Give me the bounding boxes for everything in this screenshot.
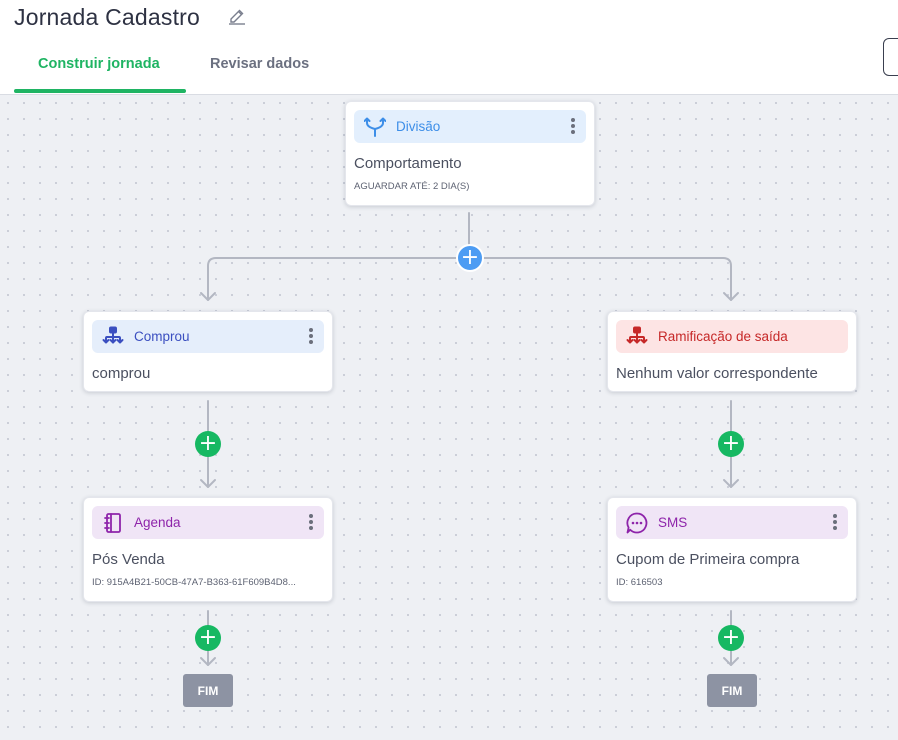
page-title: Jornada Cadastro [14,4,201,30]
node-agenda-header: Agenda [92,506,324,539]
more-options-icon[interactable] [304,512,318,534]
branch-icon [626,326,648,348]
add-step-button[interactable]: + [195,431,221,457]
end-node-left: FIM [183,674,233,707]
more-options-icon[interactable] [828,512,842,534]
node-ramificacao-header: Ramificação de saída [616,320,848,353]
node-subtitle: ID: 915A4B21-50CB-47A7-B363-61F609B4D8..… [92,577,296,588]
node-type-label: SMS [658,515,688,530]
node-sms-header: SMS [616,506,848,539]
node-subtitle: AGUARDAR ATÉ: 2 DIA(S) [354,181,470,192]
notebook-icon [102,512,124,534]
node-title: Comportamento [354,155,462,172]
journey-header: Jornada Cadastro Construir jornada Revis… [0,0,898,95]
node-title: Pós Venda [92,551,165,568]
add-step-button[interactable]: + [195,625,221,651]
node-agenda[interactable]: Agenda Pós Venda ID: 915A4B21-50CB-47A7-… [83,497,333,602]
pencil-edit-icon[interactable] [227,5,247,25]
node-divisao-header: Divisão [354,110,586,143]
node-comprou-header: Comprou [92,320,324,353]
node-title: comprou [92,365,151,382]
more-options-icon[interactable] [304,326,318,348]
node-type-label: Comprou [134,329,190,344]
tab-construir-jornada[interactable]: Construir jornada [38,56,160,72]
split-icon [364,116,386,138]
node-type-label: Agenda [134,515,181,530]
add-step-button[interactable]: + [456,244,484,272]
node-ramificacao-saida[interactable]: Ramificação de saída Nenhum valor corres… [607,311,857,392]
node-comprou[interactable]: Comprou comprou [83,311,333,392]
node-title: Cupom de Primeira compra [616,551,800,568]
add-step-button[interactable]: + [718,625,744,651]
node-type-label: Ramificação de saída [658,329,788,344]
header-action-button[interactable] [883,38,898,76]
active-tab-indicator [14,89,186,93]
add-step-button[interactable]: + [718,431,744,457]
chat-bubble-icon [626,512,648,534]
end-node-right: FIM [707,674,757,707]
node-sms[interactable]: SMS Cupom de Primeira compra ID: 616503 [607,497,857,602]
branch-icon [102,326,124,348]
node-type-label: Divisão [396,119,441,134]
tab-revisar-dados[interactable]: Revisar dados [210,56,310,72]
node-title: Nenhum valor correspondente [616,365,818,382]
node-divisao[interactable]: Divisão Comportamento AGUARDAR ATÉ: 2 DI… [345,101,595,206]
more-options-icon[interactable] [566,116,580,138]
node-subtitle: ID: 616503 [616,577,663,588]
